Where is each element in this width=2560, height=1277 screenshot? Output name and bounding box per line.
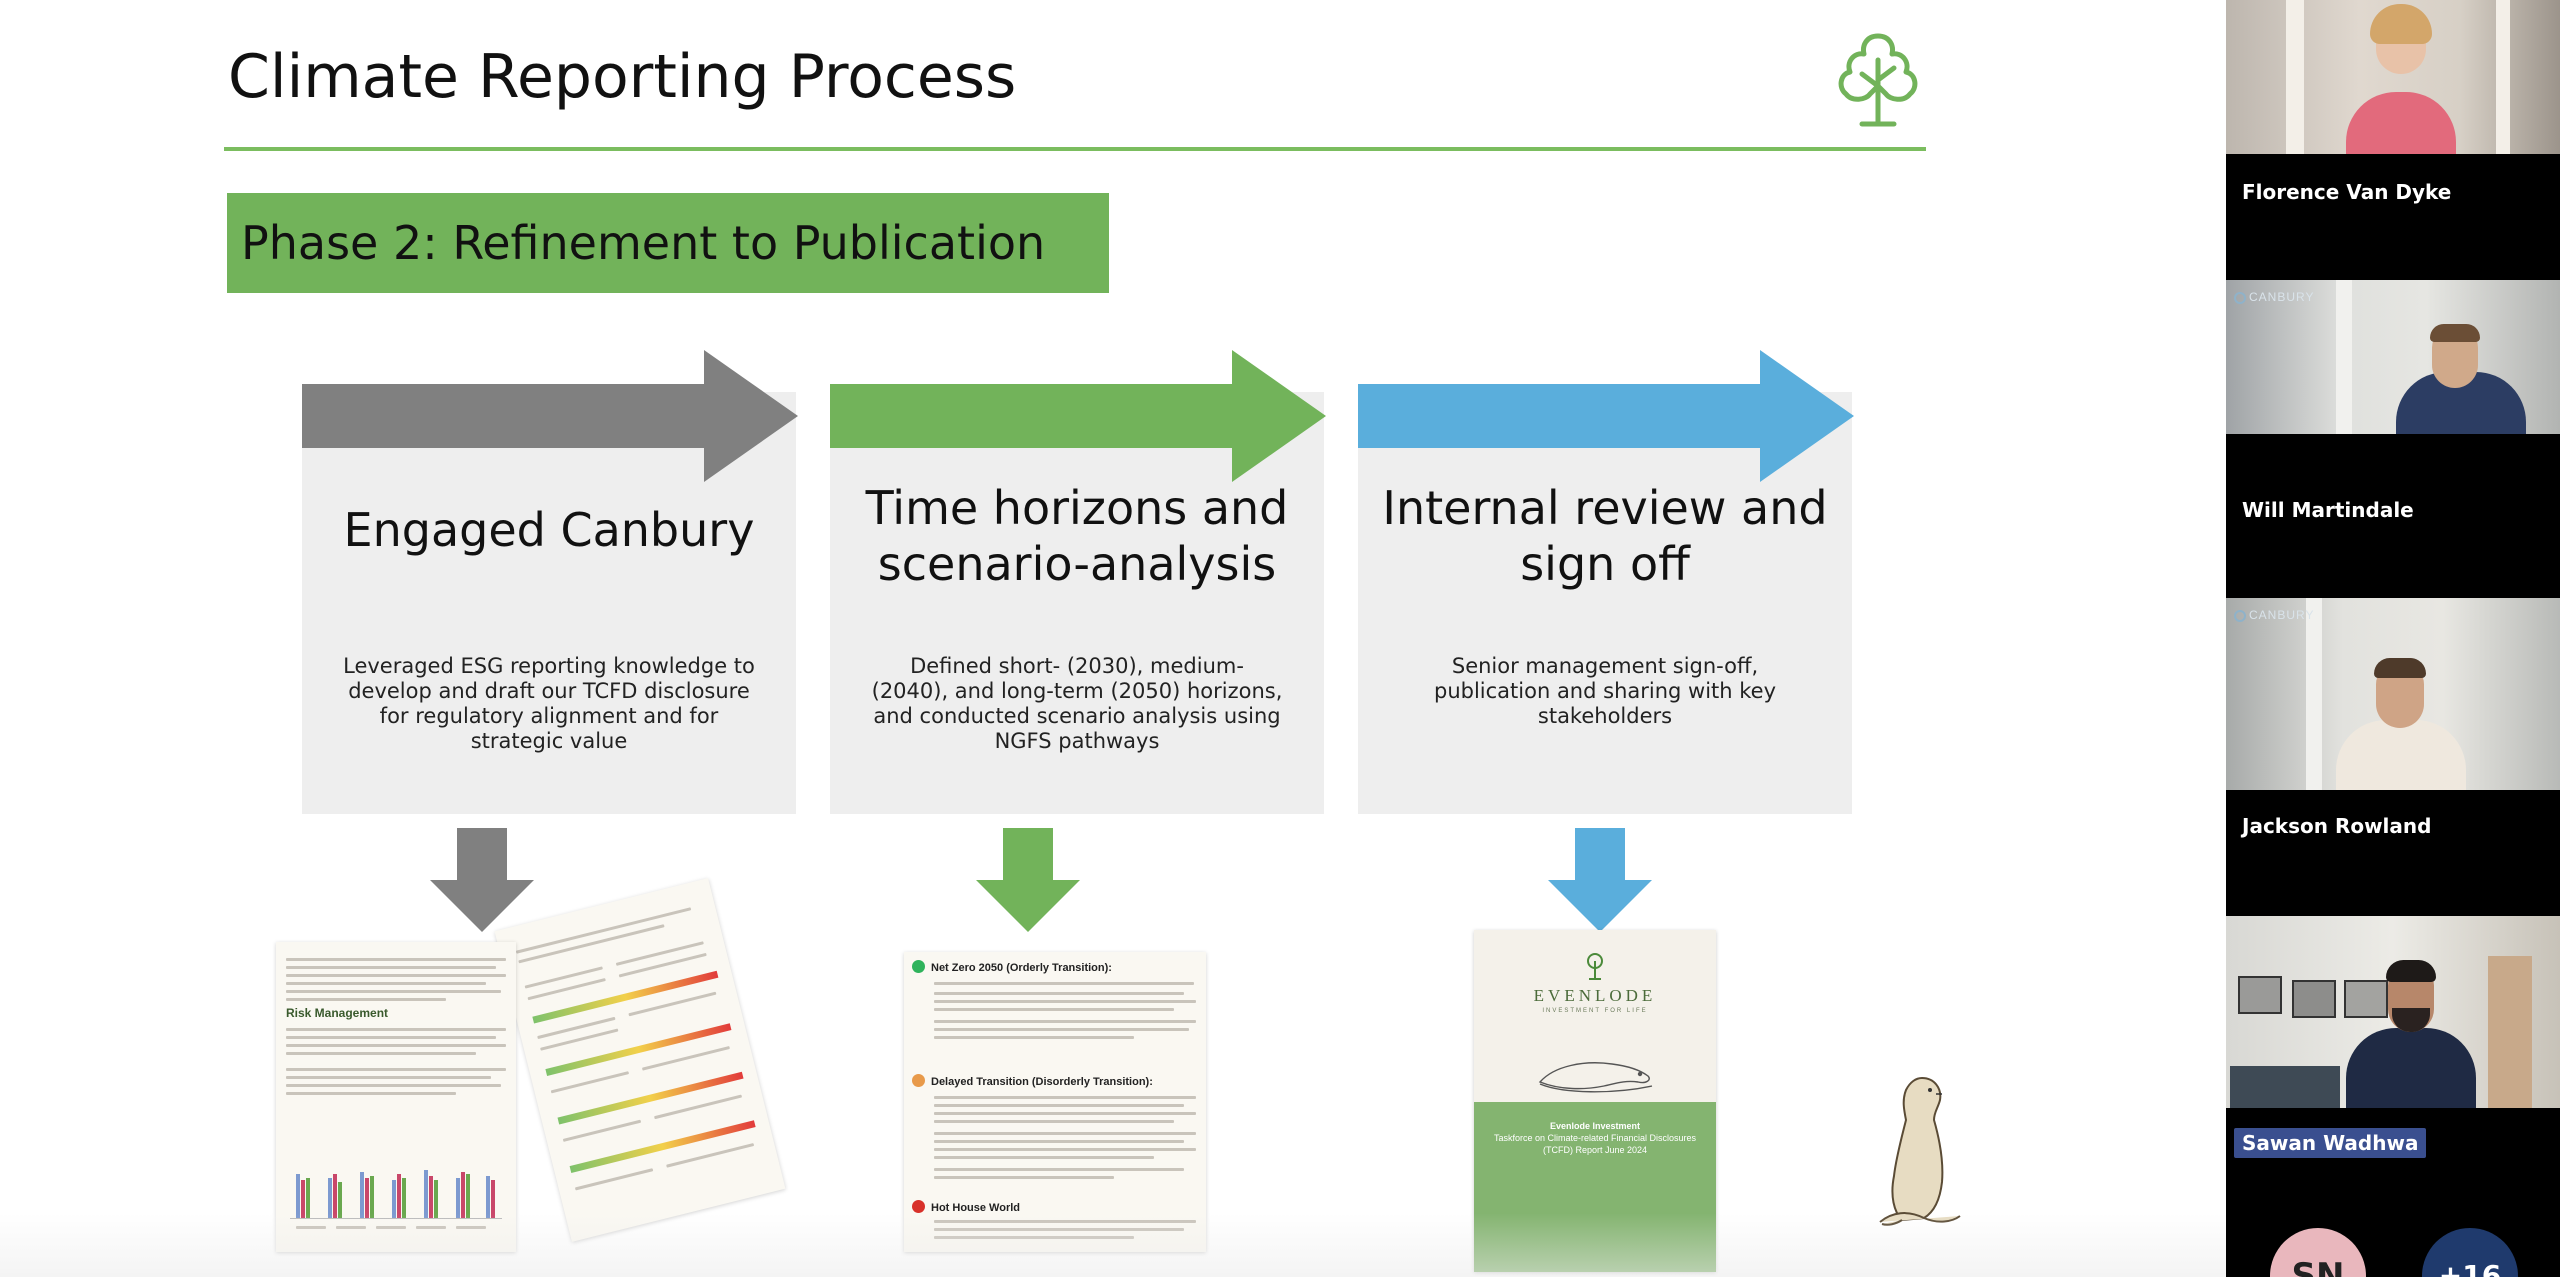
document-heading: Risk Management [286, 1006, 389, 1020]
step-description: Leveraged ESG reporting knowledge to dev… [343, 654, 755, 753]
participant-avatar-initials[interactable]: SN [2270, 1228, 2366, 1277]
participant-video [2226, 916, 2560, 1108]
report-subtitle: Evenlode Investment Taskforce on Climate… [1493, 1121, 1697, 1155]
participant-tile[interactable]: CANBURY Will Martindale [2226, 280, 2560, 598]
participant-tile[interactable]: Florence Van Dyke [2226, 0, 2560, 318]
blue-down-arrow-icon [1548, 828, 1652, 932]
otter-illustration-icon [1538, 1062, 1653, 1093]
company-badge: CANBURY [2234, 608, 2314, 622]
document-bar-chart [290, 1138, 502, 1219]
participant-video [2226, 280, 2560, 434]
title-divider [224, 147, 1926, 151]
step-title: Internal review and sign off [1382, 481, 1828, 591]
participant-name: Jackson Rowland [2242, 814, 2432, 838]
participant-tile[interactable]: CANBURY Jackson Rowland [2226, 598, 2560, 916]
step-description: Defined short- (2030), medium- (2040), a… [871, 654, 1283, 753]
scenario-hot-house-world: Hot House World [912, 1200, 1020, 1214]
step-description: Senior management sign-off, publication … [1433, 654, 1777, 728]
red-dot-icon [912, 1200, 925, 1213]
scenario-net-zero: Net Zero 2050 (Orderly Transition): [912, 960, 1112, 974]
green-down-arrow-icon [976, 828, 1080, 932]
step-title: Time horizons and scenario-analysis [865, 481, 1289, 591]
participant-tile-active[interactable]: Sawan Wadhwa [2226, 916, 2560, 1234]
tree-logo-icon [1838, 33, 1918, 127]
slide-title: Climate Reporting Process [228, 42, 1017, 112]
step-title: Engaged Canbury [343, 503, 755, 557]
participants-panel: Florence Van Dyke CANBURY Will Martindal… [2226, 0, 2560, 1277]
document-thumbnail-scenarios: Net Zero 2050 (Orderly Transition): Dela… [904, 952, 1206, 1252]
report-brand: EVENLODE [1533, 986, 1657, 1005]
phase-banner: Phase 2: Refinement to Publication [227, 193, 1109, 293]
company-badge: CANBURY [2234, 290, 2314, 304]
document-thumbnail-risk-management: Risk Management [276, 942, 516, 1252]
grey-down-arrow-icon [430, 828, 534, 932]
canbury-logo-icon [2234, 292, 2246, 304]
participant-video [2226, 0, 2560, 154]
participant-name: Florence Van Dyke [2242, 180, 2452, 204]
participant-video [2226, 598, 2560, 790]
grey-arrow-icon [302, 350, 798, 482]
green-arrow-icon [830, 350, 1326, 482]
report-tagline: INVESTMENT FOR LIFE [1542, 1008, 1648, 1014]
document-thumbnail-risk-table [494, 878, 786, 1242]
participant-name: Sawan Wadhwa [2234, 1128, 2427, 1158]
canbury-logo-icon [2234, 610, 2246, 622]
presentation-slide: Climate Reporting Process Phase 2: Refin… [0, 33, 2226, 1277]
evenlode-logo-icon [1587, 953, 1603, 980]
participant-name: Will Martindale [2242, 498, 2414, 522]
green-dot-icon [912, 960, 925, 973]
blue-arrow-icon [1358, 350, 1854, 482]
orange-dot-icon [912, 1074, 925, 1087]
scenario-delayed-transition: Delayed Transition (Disorderly Transitio… [912, 1074, 1153, 1088]
more-participants-button[interactable]: +16 [2422, 1228, 2518, 1277]
otter-mascot-icon [1879, 1076, 1961, 1226]
